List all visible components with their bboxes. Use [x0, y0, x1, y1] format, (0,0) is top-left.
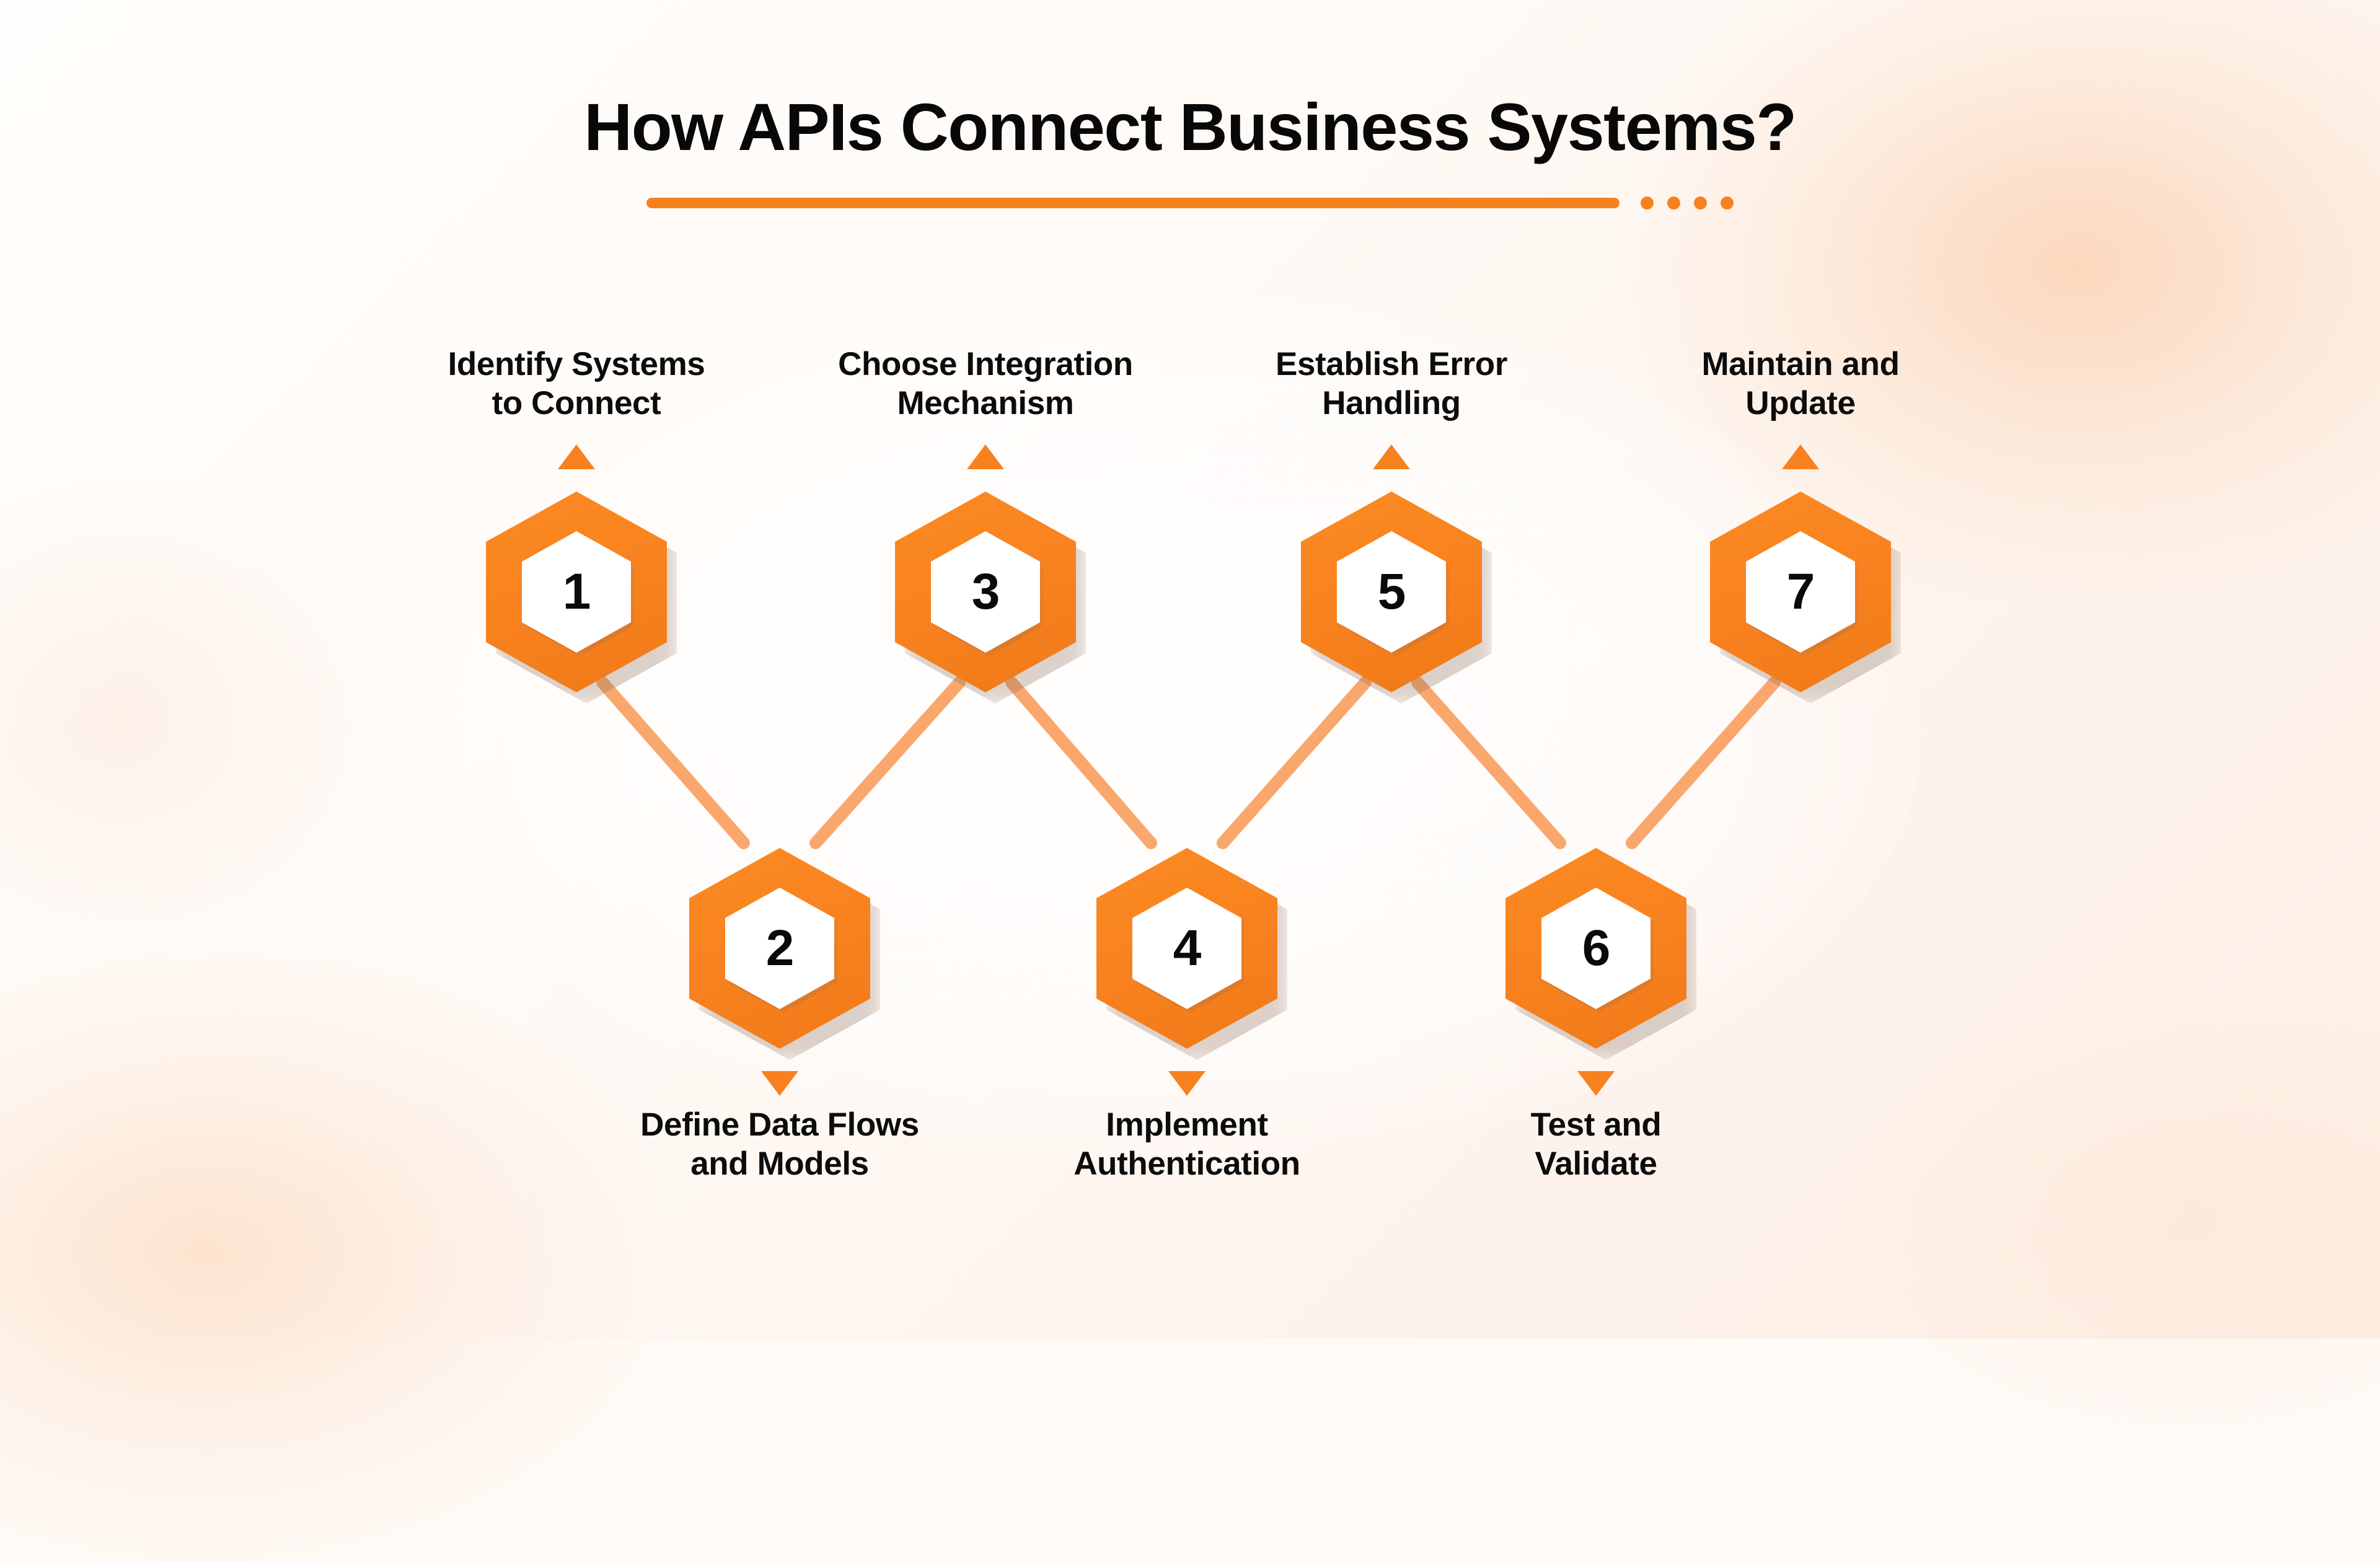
connector-2-to-3	[809, 676, 966, 849]
step-number: 1	[562, 563, 591, 620]
step-label-line1: Identify Systems	[447, 346, 705, 382]
title-dot	[1721, 196, 1734, 210]
step-label-line1: Implement	[1106, 1106, 1268, 1143]
connector-4-to-5	[1217, 676, 1372, 849]
step-label-line1: Test and	[1530, 1106, 1662, 1143]
connector-1-to-2	[596, 676, 750, 849]
step-number: 2	[765, 920, 795, 976]
title-underline-bar	[646, 198, 1620, 209]
hexagon-node-5[interactable]: 5	[1301, 492, 1492, 704]
triangle-down-icon	[1577, 1071, 1615, 1096]
step-label-line2: to Connect	[491, 384, 661, 421]
hexagon-node-4[interactable]: 4	[1096, 848, 1287, 1060]
step-label-line2: Mechanism	[897, 384, 1074, 421]
step-label-line2: Authentication	[1073, 1145, 1300, 1182]
step-label-line1: Choose Integration	[838, 346, 1133, 382]
hexagon-node-3[interactable]: 3	[895, 492, 1086, 704]
hexagon-node-6[interactable]: 6	[1505, 848, 1696, 1060]
step-label-line2: Validate	[1535, 1145, 1657, 1182]
step-label-line2: Handling	[1322, 384, 1461, 421]
step-label-line1: Maintain and	[1701, 346, 1900, 382]
connector-lines	[596, 676, 1781, 849]
step-number: 5	[1377, 563, 1406, 620]
step-number: 3	[971, 563, 1000, 620]
header: How APIs Connect Business Systems?	[0, 0, 2380, 210]
triangle-up-icon	[1373, 444, 1410, 469]
triangle-up-icon	[1782, 444, 1819, 469]
triangle-up-icon	[967, 444, 1004, 469]
step-label-line1: Define Data Flows	[640, 1106, 919, 1143]
triangle-down-icon	[761, 1071, 798, 1096]
connector-5-to-6	[1411, 676, 1566, 849]
step-label-line2: Update	[1745, 384, 1856, 421]
hexagon-node-2[interactable]: 2	[689, 848, 880, 1060]
hexagon-inner-shape: 3	[931, 531, 1040, 653]
title-dot	[1667, 196, 1680, 210]
hexagon-inner-shape: 1	[522, 531, 631, 653]
triangle-down-icon	[1168, 1071, 1205, 1096]
connector-3-to-4	[1005, 676, 1157, 849]
triangle-up-icon	[558, 444, 595, 469]
title-dot	[1694, 196, 1707, 210]
title-underline-group	[0, 196, 2380, 210]
step-label-line2: and Models	[690, 1145, 869, 1182]
hexagon-node-1[interactable]: 1	[486, 492, 677, 704]
step-label-line1: Establish Error	[1276, 346, 1507, 382]
step-number: 4	[1173, 920, 1202, 976]
hexagon-node-7[interactable]: 7	[1710, 492, 1901, 704]
title-dots	[1641, 196, 1734, 210]
page-title: How APIs Connect Business Systems?	[584, 89, 1797, 164]
step-number: 6	[1582, 920, 1611, 976]
title-dot	[1641, 196, 1654, 210]
connector-6-to-7	[1626, 676, 1781, 849]
step-number: 7	[1786, 563, 1815, 620]
